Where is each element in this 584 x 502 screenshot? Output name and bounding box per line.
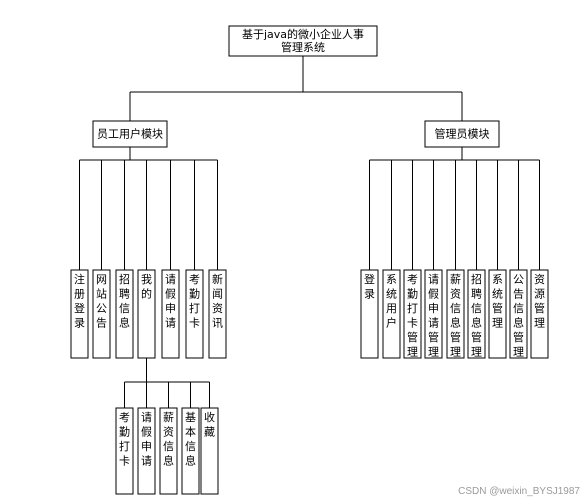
sub-leaf-node: 基本信息 bbox=[181, 407, 200, 495]
leaf-node: 系统用户 bbox=[382, 269, 401, 359]
leaf-label: 请假申请 bbox=[165, 273, 176, 330]
branch-label: 管理员模块 bbox=[435, 127, 490, 141]
leaf-label: 系统用户 bbox=[386, 273, 397, 330]
sub-leaf-node-box bbox=[137, 407, 156, 495]
leaf-node-box bbox=[403, 269, 422, 359]
leaf-label: 我的 bbox=[141, 273, 152, 301]
leaf-node: 网站公告 bbox=[92, 269, 111, 359]
leaf-node-box bbox=[509, 269, 528, 359]
leaf-node-box bbox=[382, 269, 401, 359]
leaf-node-box bbox=[208, 269, 227, 359]
leaf-node-box bbox=[161, 269, 180, 359]
branch-node-0-box bbox=[92, 120, 168, 148]
leaf-node-box bbox=[530, 269, 549, 359]
leaf-node: 我的 bbox=[137, 269, 156, 359]
connector-lines bbox=[79, 56, 540, 408]
branch-node-1: 管理员模块 bbox=[424, 120, 500, 148]
leaf-node: 招聘信息管理 bbox=[467, 269, 486, 359]
leaf-label: 考勤打卡 bbox=[189, 273, 200, 330]
sub-leaf-node: 请假申请 bbox=[137, 407, 156, 495]
sub-leaf-node-box bbox=[181, 407, 200, 495]
sub-leaf-node-box bbox=[115, 407, 134, 495]
leaf-node-box bbox=[185, 269, 204, 359]
leaf-label: 系统管理 bbox=[492, 273, 503, 330]
leaf-label: 招聘信息 bbox=[119, 272, 130, 330]
leaf-node-box bbox=[92, 269, 111, 359]
leaf-node-box bbox=[446, 269, 465, 359]
sub-leaf-node: 考勤打卡 bbox=[115, 407, 134, 495]
leaf-node-box bbox=[424, 269, 443, 359]
sub-leaf-label: 薪资信息 bbox=[163, 411, 174, 468]
leaf-node: 资源管理 bbox=[530, 269, 549, 359]
leaf-node-box bbox=[70, 269, 89, 359]
root-node-box bbox=[228, 25, 378, 57]
leaf-node-box bbox=[360, 269, 379, 359]
leaf-label: 招聘信息管理 bbox=[471, 272, 482, 359]
leaf-node-box bbox=[115, 269, 134, 359]
sub-leaf-node-box bbox=[200, 407, 219, 495]
leaf-label: 薪资信息管理 bbox=[450, 273, 461, 359]
diagram-nodes: 基于java的微小企业人事管理系统员工用户模块注册登录网站公告招聘信息我的考勤打… bbox=[70, 25, 549, 495]
leaf-label: 公告信息管理 bbox=[513, 273, 524, 359]
leaf-label: 新闻资讯 bbox=[212, 272, 223, 330]
leaf-node-box bbox=[137, 269, 156, 359]
leaf-node: 公告信息管理 bbox=[509, 269, 528, 359]
watermark: CSDN @weixin_BYSJ1987 bbox=[458, 486, 580, 497]
leaf-node-box bbox=[467, 269, 486, 359]
branch-label: 员工用户模块 bbox=[97, 127, 163, 141]
sub-leaf-node-box bbox=[159, 407, 178, 495]
leaf-node: 薪资信息管理 bbox=[446, 269, 465, 359]
sub-leaf-label: 请假申请 bbox=[141, 411, 152, 468]
leaf-node: 请假申请管理 bbox=[424, 269, 443, 359]
leaf-node: 注册登录 bbox=[70, 269, 89, 359]
branch-node-0: 员工用户模块 bbox=[92, 120, 168, 148]
leaf-node: 考勤打卡 bbox=[185, 269, 204, 359]
sub-leaf-label: 收藏 bbox=[204, 410, 215, 439]
leaf-node: 系统管理 bbox=[488, 269, 507, 359]
branch-node-1-box bbox=[424, 120, 500, 148]
leaf-node: 招聘信息 bbox=[115, 269, 134, 359]
leaf-node: 请假申请 bbox=[161, 269, 180, 359]
sub-leaf-label: 基本信息 bbox=[185, 411, 196, 468]
sub-leaf-node: 薪资信息 bbox=[159, 407, 178, 495]
sub-leaf-label: 考勤打卡 bbox=[119, 411, 130, 468]
root-title: 管理系统 bbox=[281, 40, 325, 54]
leaf-label: 考勤打卡管理 bbox=[407, 273, 418, 359]
sub-leaf-node: 收藏 bbox=[200, 407, 219, 495]
root-title: 基于java的微小企业人事 bbox=[242, 27, 364, 41]
leaf-label: 请假申请管理 bbox=[428, 273, 439, 359]
leaf-label: 资源管理 bbox=[534, 273, 545, 330]
leaf-label: 注册登录 bbox=[74, 272, 85, 330]
leaf-node-box bbox=[488, 269, 507, 359]
leaf-node: 考勤打卡管理 bbox=[403, 269, 422, 359]
leaf-node: 新闻资讯 bbox=[208, 269, 227, 359]
leaf-label: 登录 bbox=[364, 272, 375, 301]
leaf-node: 登录 bbox=[360, 269, 379, 359]
leaf-label: 网站公告 bbox=[96, 273, 107, 330]
